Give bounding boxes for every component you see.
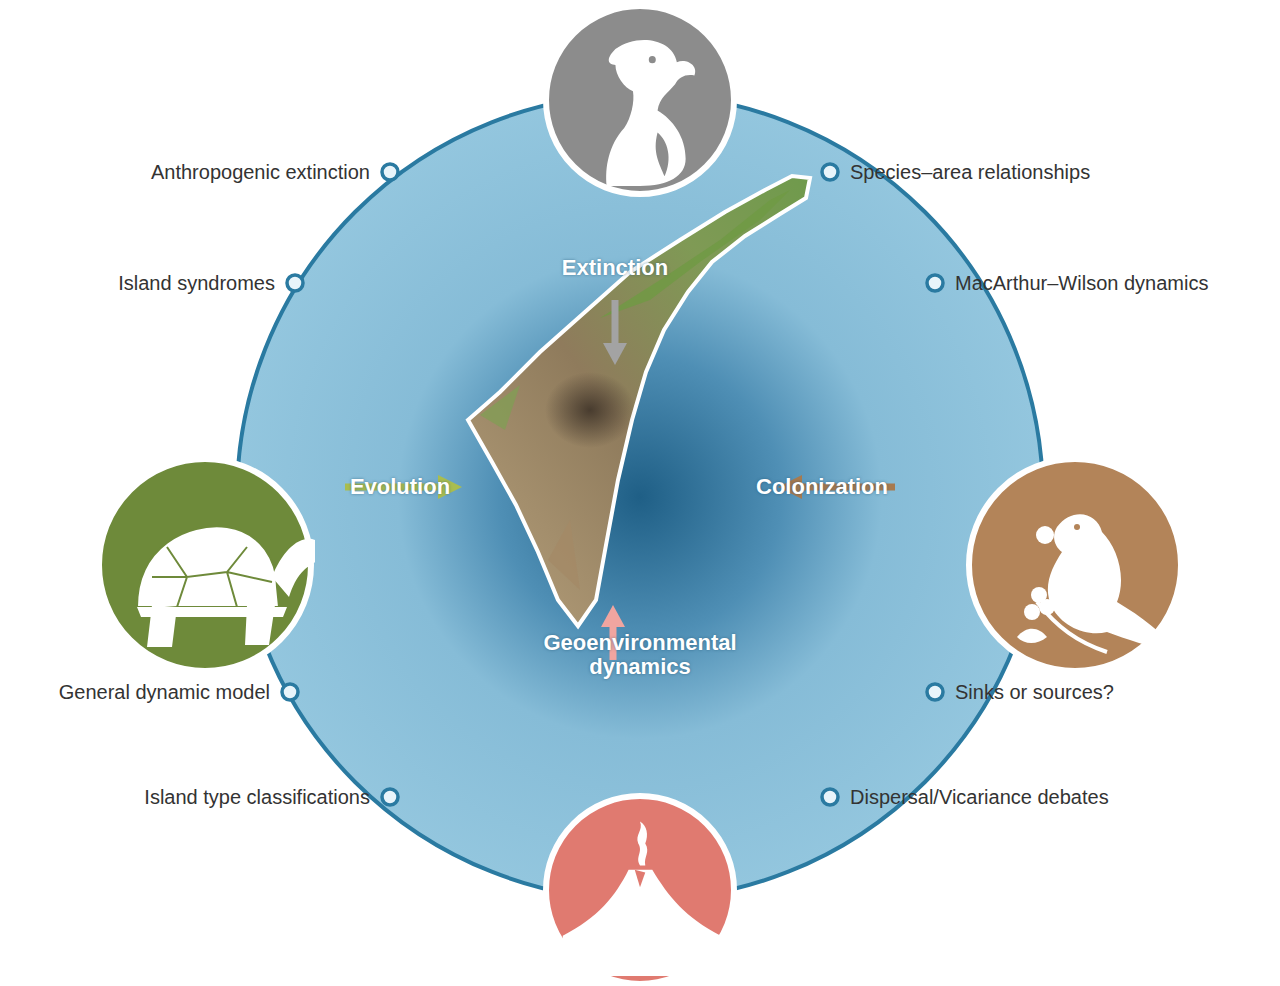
process-heading: Extinction xyxy=(515,256,715,280)
concept-label: Anthropogenic extinction xyxy=(151,162,370,182)
circle-outline xyxy=(542,2,738,198)
concept-label: MacArthur–Wilson dynamics xyxy=(955,273,1208,293)
process-heading: Colonization xyxy=(732,475,912,499)
concept-label: General dynamic model xyxy=(59,682,270,702)
icon-circle: Colonization xyxy=(965,455,1185,675)
concept-label: Island type classifications xyxy=(144,787,370,807)
circle-outline xyxy=(95,455,315,675)
concept-label: Species–area relationships xyxy=(850,162,1090,182)
concept-label: Sinks or sources? xyxy=(955,682,1114,702)
island-map xyxy=(468,176,810,626)
icon-circle: Extinction xyxy=(542,2,738,198)
concept-label: Island syndromes xyxy=(118,273,275,293)
circle-outline xyxy=(965,455,1185,675)
icon-circle: Geoenvironmental dynamics xyxy=(542,792,738,986)
process-heading: Geoenvironmental dynamics xyxy=(540,631,740,679)
icon-circle: Evolution xyxy=(95,455,315,675)
ring-dots xyxy=(282,164,943,805)
ring-disc xyxy=(237,94,1043,900)
circle-outline xyxy=(542,792,738,986)
concept-label: Dispersal/Vicariance debates xyxy=(850,787,1109,807)
process-heading: Evolution xyxy=(320,475,480,499)
